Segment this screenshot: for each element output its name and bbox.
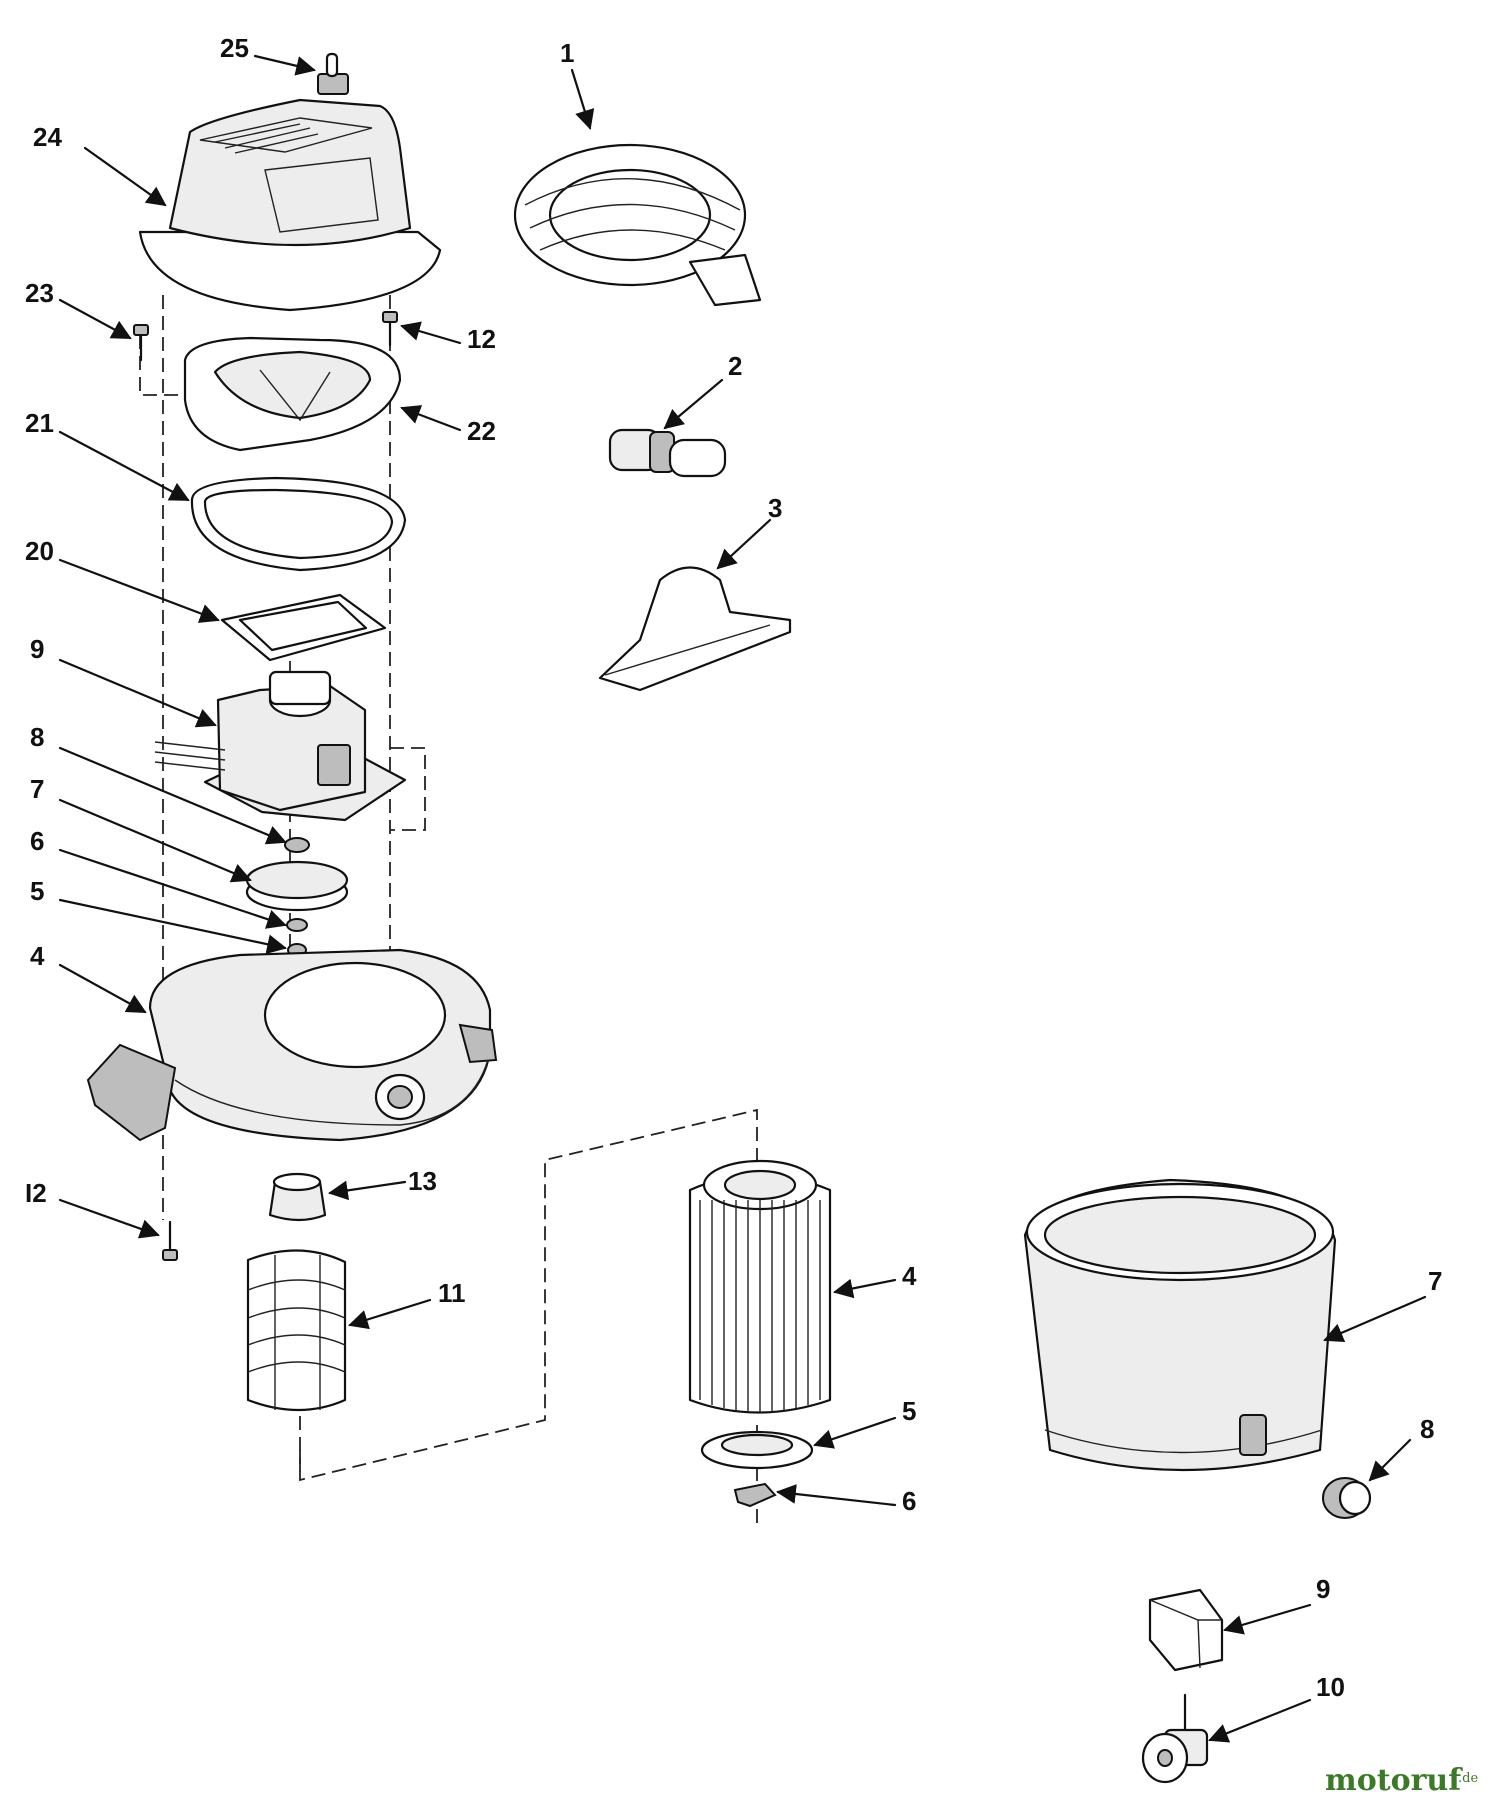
callout-24: 24: [33, 122, 62, 152]
part-21-gasket-ring[interactable]: [190, 476, 407, 572]
part-d10-caster[interactable]: [1141, 1693, 1209, 1784]
part-20-square-gasket[interactable]: [220, 593, 387, 662]
callout-13: 13: [408, 1166, 437, 1196]
part-d7-drum[interactable]: [1023, 1178, 1337, 1472]
callout-11: 11: [438, 1278, 466, 1308]
part-8-nut[interactable]: [284, 837, 310, 853]
callout-labels: 25 24 23 12 22 21 20 9 8 7 6 5 4 I2 13 1…: [25, 33, 1442, 1702]
part-f4-cartridge-filter[interactable]: [688, 1159, 832, 1414]
callout-2: 2: [728, 351, 742, 381]
part-13-float-cap[interactable]: [268, 1172, 327, 1222]
callout-5: 5: [30, 876, 44, 906]
leader-arrows: [58, 54, 1427, 1743]
part-23-screw[interactable]: [133, 324, 149, 362]
part-d9-caster-block[interactable]: [1148, 1588, 1224, 1672]
part-12-screw-top[interactable]: [382, 311, 398, 347]
callout-drum-10: 10: [1316, 1672, 1345, 1702]
part-24-motor-cover[interactable]: [138, 98, 442, 312]
callout-filter-5: 5: [902, 1396, 916, 1426]
part-9-motor[interactable]: [154, 670, 407, 822]
callout-7: 7: [30, 774, 44, 804]
part-6-washer[interactable]: [286, 918, 308, 932]
callout-filter-4: 4: [902, 1261, 917, 1291]
callout-drum-7: 7: [1428, 1266, 1442, 1296]
callout-4: 4: [30, 941, 45, 971]
part-2-adapter[interactable]: [608, 428, 727, 478]
callout-filter-6: 6: [902, 1486, 916, 1516]
part-12-screw-bottom[interactable]: [162, 1220, 178, 1261]
callout-25: 25: [220, 33, 249, 63]
callout-8: 8: [30, 722, 44, 752]
callout-21: 21: [25, 408, 54, 438]
part-3-utility-nozzle[interactable]: [598, 566, 792, 692]
watermark-brand: motoruf: [1325, 1763, 1463, 1798]
part-11-float-cage[interactable]: [246, 1249, 347, 1412]
part-25-switch[interactable]: [317, 52, 349, 95]
callout-22: 22: [467, 416, 496, 446]
part-d8-drain-plug[interactable]: [1322, 1477, 1372, 1519]
callout-1: 1: [560, 38, 574, 68]
callout-6: 6: [30, 826, 44, 856]
callout-23: 23: [25, 278, 54, 308]
part-1-hose[interactable]: [513, 143, 762, 307]
callout-20: 20: [25, 536, 54, 566]
assembly-guide-lines: [139, 295, 758, 1525]
callout-12-top: 12: [467, 324, 496, 354]
watermark-tld: .de: [1458, 1771, 1478, 1786]
callout-drum-8: 8: [1420, 1414, 1434, 1444]
callout-3: 3: [768, 493, 782, 523]
part-7-impeller[interactable]: [245, 860, 349, 912]
callout-9: 9: [30, 634, 44, 664]
part-f5-filter-retainer[interactable]: [700, 1430, 814, 1470]
part-22-baffle-plate[interactable]: [183, 336, 402, 452]
part-f6-nut[interactable]: [733, 1482, 777, 1508]
callout-drum-9: 9: [1316, 1574, 1330, 1604]
part-4-lid-housing[interactable]: [86, 948, 498, 1142]
callout-12-bottom: I2: [25, 1178, 47, 1208]
watermark-logo: motoruf .de: [1325, 1763, 1478, 1798]
